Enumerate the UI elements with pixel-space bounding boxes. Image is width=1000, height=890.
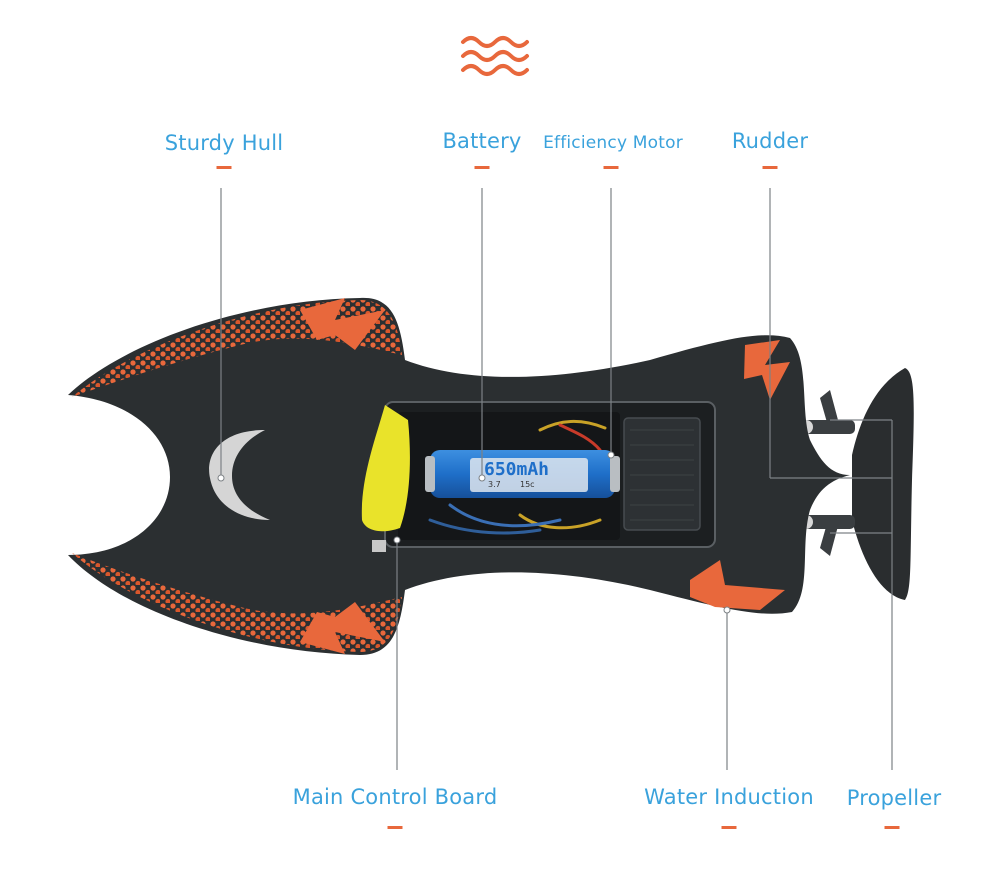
callout-dash xyxy=(474,166,490,169)
callout-dash xyxy=(884,826,900,829)
wave-icon xyxy=(461,36,529,76)
propeller-fin xyxy=(852,368,914,600)
callout-efficiency-motor: Efficiency Motor xyxy=(543,133,683,153)
callout-dash xyxy=(603,166,619,169)
callout-dash xyxy=(762,166,778,169)
callout-dash xyxy=(387,826,403,829)
callout-sturdy-hull: Sturdy Hull xyxy=(164,131,284,155)
callout-dash xyxy=(216,166,232,169)
battery-rating-text: 15c xyxy=(520,480,535,489)
callout-dash xyxy=(721,826,737,829)
callout-battery: Battery xyxy=(442,129,522,153)
callout-propeller: Propeller xyxy=(846,786,942,810)
callout-water-induction: Water Induction xyxy=(644,785,814,809)
callout-main-control-board: Main Control Board xyxy=(292,785,498,809)
callout-rudder: Rudder xyxy=(731,129,809,153)
battery-voltage-text: 3.7 xyxy=(488,480,501,489)
warning-tag xyxy=(361,405,410,532)
battery-capacity-text: 650mAh xyxy=(484,459,550,480)
battery-cell xyxy=(425,450,620,498)
